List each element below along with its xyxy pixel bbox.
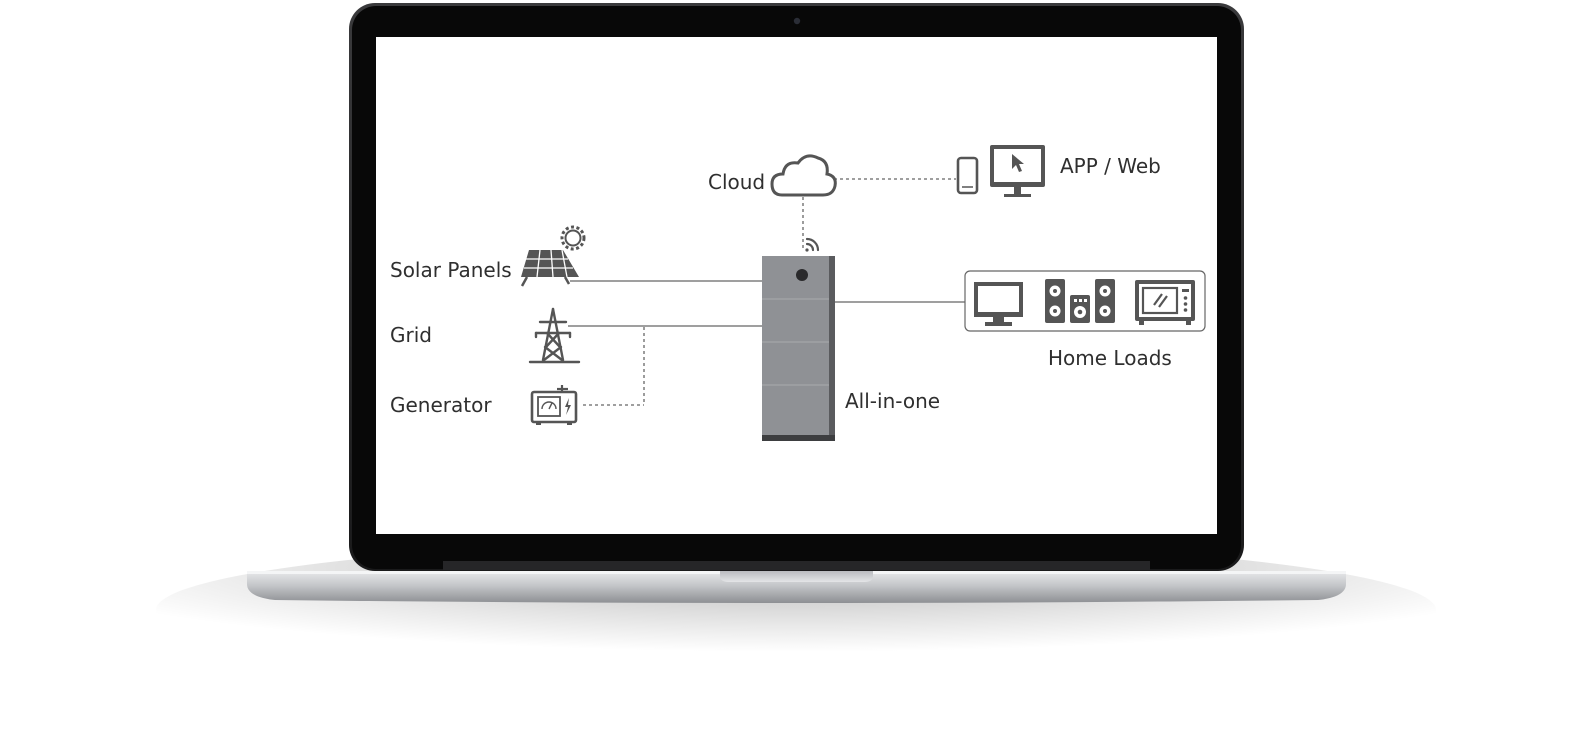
cloud-label: Cloud (708, 170, 766, 194)
webcam-icon (793, 17, 801, 25)
laptop-base (247, 571, 1346, 603)
smartphone-icon (956, 156, 979, 195)
hinge (443, 561, 1150, 570)
solar-panel-icon (520, 249, 579, 287)
transmission-tower-icon (528, 307, 581, 364)
cloud-icon (770, 154, 837, 197)
speakers-icon (1045, 279, 1115, 323)
diagram-graphics (520, 145, 1206, 441)
monitor-cursor-icon (990, 145, 1045, 197)
all-in-one-label: All-in-one (845, 389, 941, 413)
solar-panels-label: Solar Panels (390, 258, 512, 282)
generator-icon (530, 385, 578, 425)
microwave-icon (1135, 280, 1195, 325)
sun-icon (560, 225, 586, 251)
wifi-signal-icon (805, 237, 820, 252)
energy-system-diagram: Cloud APP / Web Solar Panels Grid Genera… (376, 37, 1217, 534)
generator-label: Generator (390, 393, 492, 417)
tv-icon (974, 282, 1023, 326)
home-loads-label: Home Loads (1048, 346, 1172, 370)
app-web-label: APP / Web (1060, 154, 1161, 178)
thumb-notch (720, 571, 873, 582)
battery-unit-icon (762, 256, 835, 441)
grid-label: Grid (390, 323, 432, 347)
connection-lines (568, 178, 965, 406)
